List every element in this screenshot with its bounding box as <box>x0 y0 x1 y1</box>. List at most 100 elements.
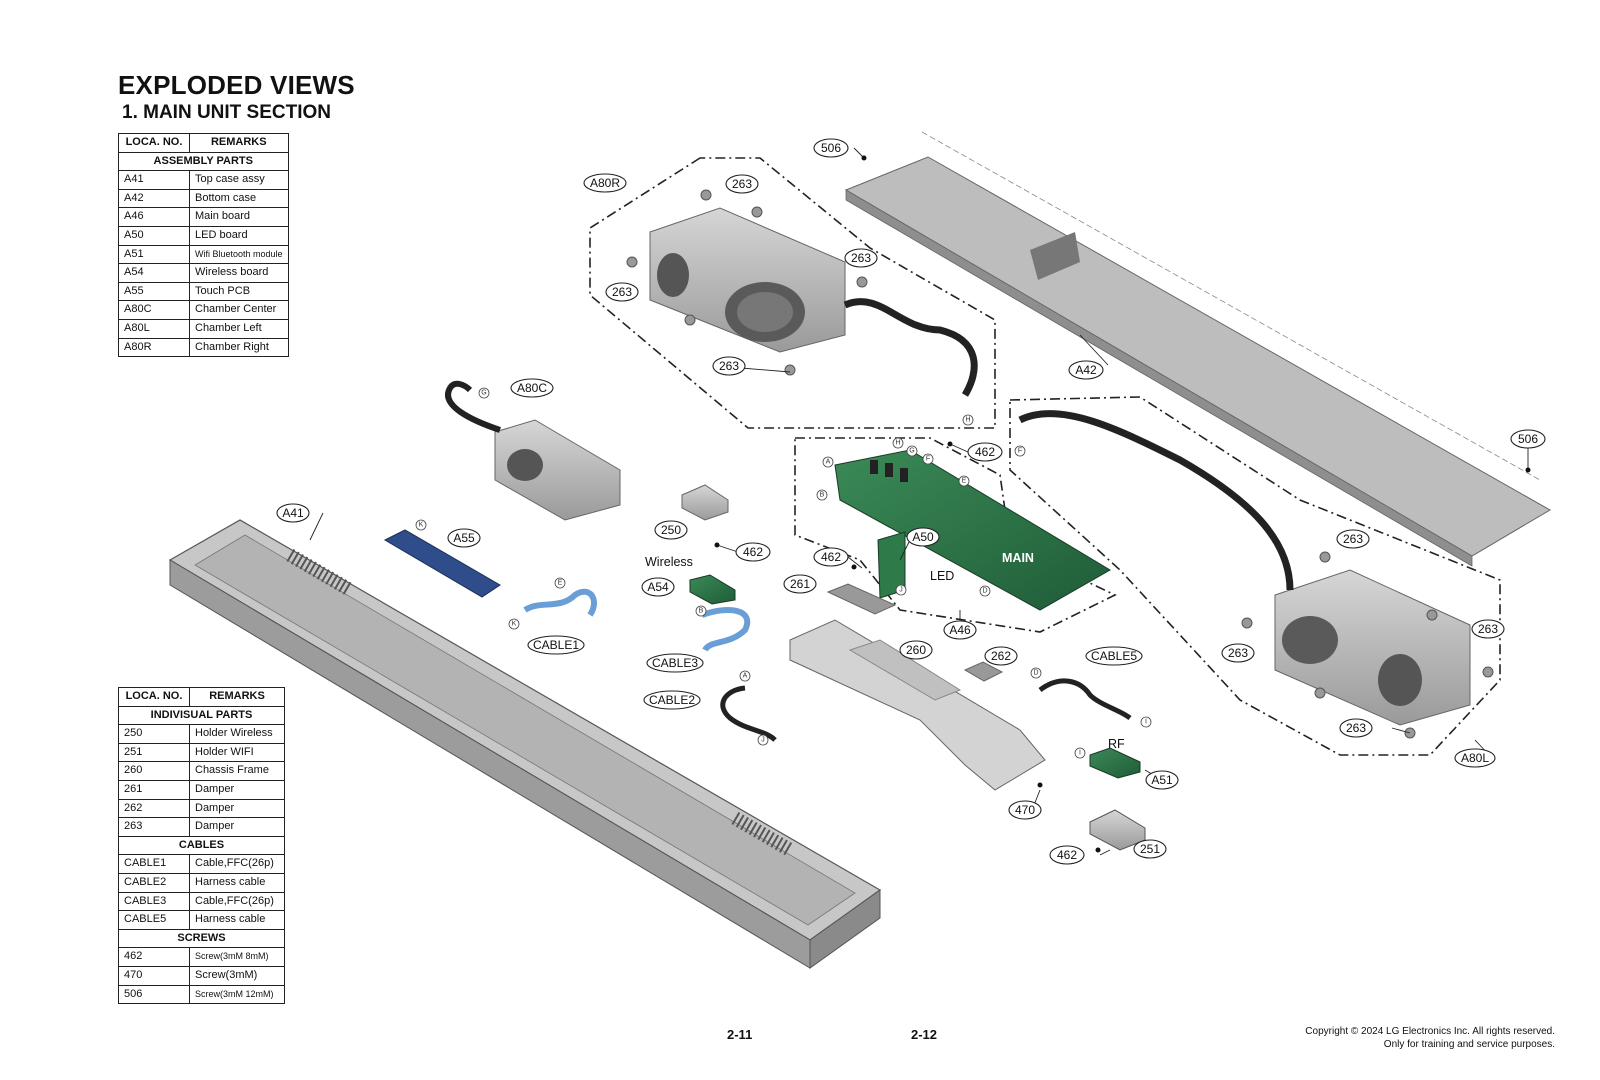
callout-cable5: CABLE5 <box>1085 646 1143 666</box>
svg-text:470: 470 <box>1015 803 1035 817</box>
callout-cable3: CABLE3 <box>646 653 704 673</box>
connector-d-cable5: D <box>1030 667 1042 679</box>
callout-263-7: 263 <box>1471 619 1505 639</box>
svg-text:F: F <box>1018 448 1022 455</box>
remark-cell: Harness cable <box>189 910 285 930</box>
connector-f-left-chamber: F <box>1014 445 1026 457</box>
callout-cable2: CABLE2 <box>643 690 701 710</box>
svg-text:G: G <box>481 390 486 397</box>
connector-a-main: A <box>822 456 834 468</box>
callout-263-5: 263 <box>1336 529 1370 549</box>
callout-a51: A51 <box>1145 770 1179 790</box>
remark-cell: Damper <box>189 817 285 837</box>
remark-cell: Screw(3mM 12mM) <box>189 984 285 1005</box>
callout-261: 261 <box>783 574 817 594</box>
callout-a42: A42 <box>1068 360 1104 380</box>
connector-e-main: E <box>958 475 970 487</box>
remark-cell: LED board <box>189 225 289 246</box>
callout-470: 470 <box>1008 800 1042 820</box>
loca-cell: A41 <box>118 170 190 190</box>
callout-262: 262 <box>984 646 1018 666</box>
svg-text:251: 251 <box>1140 842 1160 856</box>
callout-462-led: 462 <box>813 547 849 567</box>
callout-462-wireless: 462 <box>735 542 771 562</box>
svg-text:462: 462 <box>1057 848 1077 862</box>
loca-cell: A42 <box>118 188 190 209</box>
connector-g-center: G <box>478 387 490 399</box>
connector-k-touch: K <box>415 519 427 531</box>
page-title: EXPLODED VIEWS <box>118 70 355 100</box>
callout-250: 250 <box>654 520 688 540</box>
svg-text:CABLE1: CABLE1 <box>533 638 579 652</box>
callout-cable1: CABLE1 <box>527 635 585 655</box>
loca-cell: A80C <box>118 300 190 320</box>
callout-263-1: 263 <box>725 174 759 194</box>
callout-462-wifi: 462 <box>1049 845 1085 865</box>
damper-262 <box>963 661 1004 682</box>
svg-text:CABLE5: CABLE5 <box>1091 649 1137 663</box>
remark-cell: Damper <box>189 779 285 800</box>
remark-cell: Wireless board <box>189 263 289 283</box>
svg-text:263: 263 <box>1478 622 1498 636</box>
svg-text:262: 262 <box>991 649 1011 663</box>
svg-text:260: 260 <box>906 643 926 657</box>
connector-i-cable5: I <box>1140 716 1152 728</box>
loca-cell: A80R <box>118 337 190 358</box>
touch-pcb <box>383 529 501 598</box>
svg-text:H: H <box>965 417 970 424</box>
svg-text:J: J <box>761 737 765 744</box>
connector-k-cable1: K <box>508 618 520 630</box>
connector-d-main: D <box>979 585 991 597</box>
copyright-line-2: Only for training and service purposes. <box>1383 1039 1555 1050</box>
remark-cell: Touch PCB <box>189 281 289 302</box>
main-board <box>834 449 1111 611</box>
loca-cell: 260 <box>118 761 190 781</box>
copyright-notice: Copyright © 2024 LG Electronics Inc. All… <box>1305 1025 1555 1051</box>
callout-506-right: 506 <box>1510 429 1546 449</box>
svg-text:462: 462 <box>975 445 995 459</box>
wifi-bluetooth-module <box>1089 747 1141 779</box>
connector-e-cable1: E <box>554 577 566 589</box>
svg-text:250: 250 <box>661 523 681 537</box>
callout-263-2: 263 <box>844 248 878 268</box>
connector-h-main: H <box>892 437 904 449</box>
copyright-line-1: Copyright © 2024 LG Electronics Inc. All… <box>1305 1026 1555 1037</box>
callout-a80r: A80R <box>583 173 627 193</box>
svg-text:263: 263 <box>732 177 752 191</box>
remark-cell: Chamber Center <box>189 300 289 320</box>
connector-g-main: G <box>906 445 918 457</box>
callout-263-4: 263 <box>712 356 746 376</box>
callout-a46: A46 <box>943 620 977 640</box>
svg-text:506: 506 <box>1518 432 1538 446</box>
connector-i-wifi: I <box>1074 747 1086 759</box>
damper-261 <box>826 583 897 615</box>
svg-text:462: 462 <box>821 550 841 564</box>
callout-a41: A41 <box>276 503 310 523</box>
svg-text:A51: A51 <box>1151 773 1173 787</box>
holder-wireless <box>681 484 729 521</box>
svg-text:D: D <box>1033 670 1038 677</box>
remark-cell: Chamber Left <box>189 318 289 339</box>
cable3-ffc <box>700 607 751 652</box>
top-case-tray <box>168 519 882 969</box>
svg-text:A54: A54 <box>647 580 669 594</box>
remark-cell: Top case assy <box>189 170 289 190</box>
svg-text:J: J <box>899 587 903 594</box>
svg-text:B: B <box>699 608 704 615</box>
svg-text:261: 261 <box>790 577 810 591</box>
remark-cell: Chamber Right <box>189 337 289 358</box>
section-subtitle: 1. MAIN UNIT SECTION <box>122 102 332 123</box>
svg-text:I: I <box>1079 750 1081 757</box>
callout-263-3: 263 <box>605 282 639 302</box>
svg-text:CABLE3: CABLE3 <box>652 656 698 670</box>
